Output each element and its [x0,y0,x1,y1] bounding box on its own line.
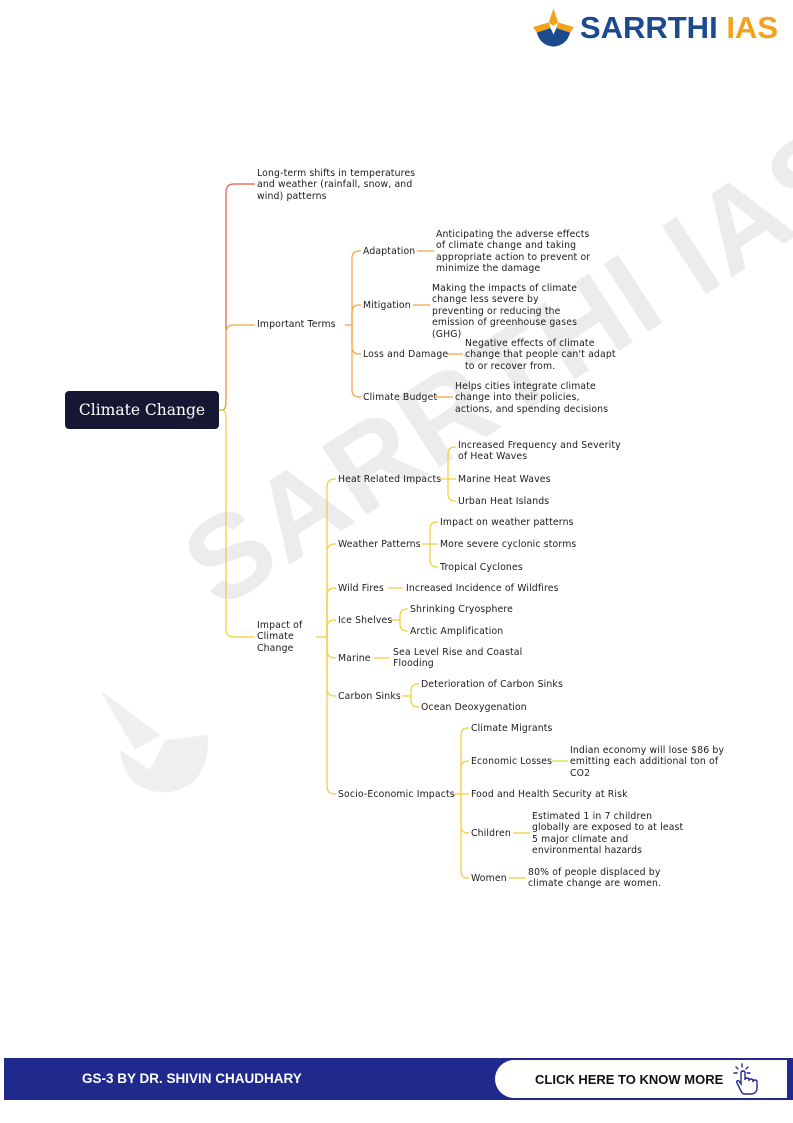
brand-word-2: IAS [726,10,778,45]
term-adaptation-desc: Anticipating the adverse effects of clim… [436,229,591,275]
mindmap-root: Climate Change [65,391,219,429]
term-mitigation: Mitigation [363,300,411,311]
ice-shelves-node: Ice Shelves [338,615,393,626]
wild-fires-item: Increased Incidence of Wildfires [406,583,559,594]
socio-food-health: Food and Health Security at Risk [471,789,628,800]
footer-banner: GS-3 BY DR. SHIVIN CHAUDHARY CLICK HERE … [4,1058,793,1100]
pointer-hand-icon [733,1063,758,1095]
footer-author: GS-3 BY DR. SHIVIN CHAUDHARY [82,1071,302,1086]
term-climate-budget-desc: Helps cities integrate climate change in… [455,381,609,415]
term-loss-damage-desc: Negative effects of climate change that … [465,338,616,372]
watermark-logo-icon [100,690,209,793]
brand-logo: SARRTHI IAS [533,6,778,50]
know-more-button[interactable]: CLICK HERE TO KNOW MORE [495,1060,787,1098]
socio-children: Children [471,828,511,839]
definition-node: Long-term shifts in temperatures and wea… [257,168,416,202]
ice-item: Shrinking Cryosphere [410,604,514,615]
know-more-label: CLICK HERE TO KNOW MORE [535,1071,724,1087]
heat-item: Urban Heat Islands [458,496,550,507]
important-terms-node: Important Terms [257,319,336,330]
marine-node: Marine [338,653,371,664]
carbon-sinks-node: Carbon Sinks [338,691,401,702]
term-loss-damage: Loss and Damage [363,349,449,360]
weather-item: Tropical Cyclones [440,562,523,573]
heat-item: Marine Heat Waves [458,474,551,485]
wild-fires-node: Wild Fires [338,583,384,594]
heat-impacts-node: Heat Related Impacts [338,474,442,485]
socio-migrants: Climate Migrants [471,723,553,734]
socio-women-desc: 80% of people displaced by climate chang… [528,867,662,890]
impact-node: Impact of Climate Change [257,620,303,654]
socio-economic-losses: Economic Losses [471,756,553,767]
socio-women: Women [471,873,507,884]
socio-children-desc: Estimated 1 in 7 children globally are e… [532,811,684,857]
compass-star-icon [533,8,574,47]
carbon-item: Ocean Deoxygenation [421,702,527,713]
carbon-item: Deterioration of Carbon Sinks [421,679,563,690]
term-mitigation-desc: Making the impacts of climate change les… [432,283,578,340]
marine-item: Sea Level Rise and Coastal Flooding [393,647,523,670]
socio-economic-losses-desc: Indian economy will lose $86 by emitting… [570,745,725,779]
brand-name: SARRTHI IAS [580,10,778,46]
weather-item: More severe cyclonic storms [440,539,577,550]
weather-patterns-node: Weather Patterns [338,539,421,550]
term-climate-budget: Climate Budget [363,392,438,403]
socio-economic-node: Socio-Economic Impacts [338,789,455,800]
heat-item: Increased Frequency and Severity of Heat… [458,440,621,463]
brand-word-1: SARRTHI [579,10,718,45]
ice-item: Arctic Amplification [410,626,504,637]
weather-item: Impact on weather patterns [440,517,574,528]
term-adaptation: Adaptation [363,246,416,257]
